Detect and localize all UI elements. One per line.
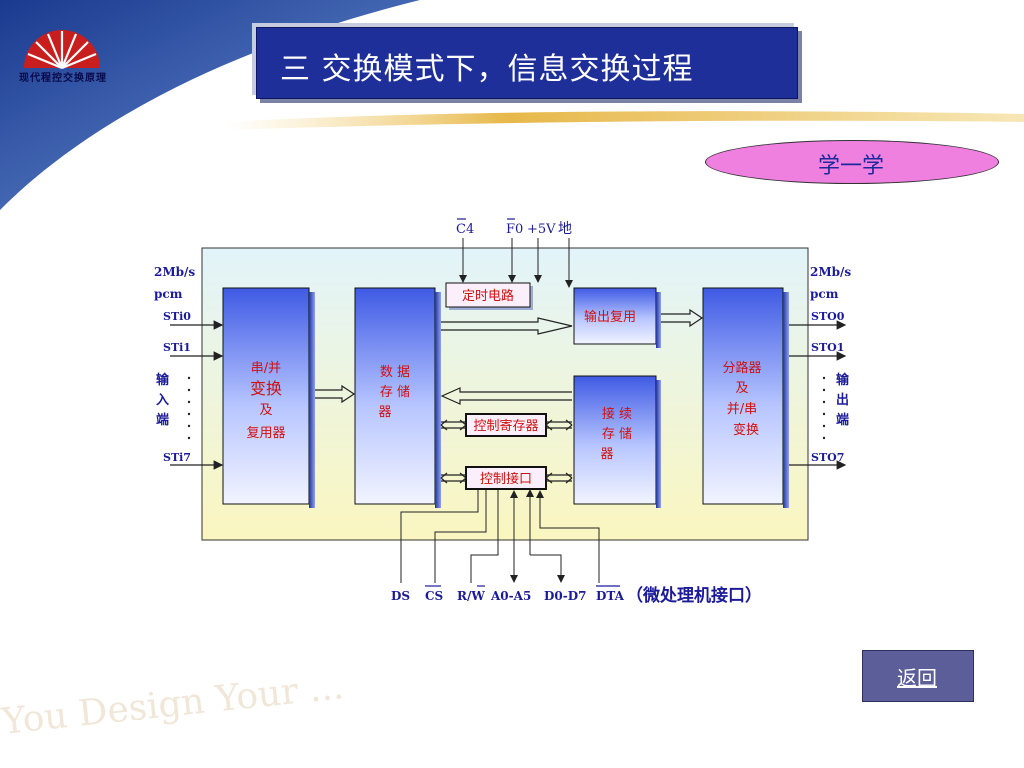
io-dots: [187, 376, 826, 440]
label-c4: C4: [456, 222, 474, 237]
input-side-2: 入: [156, 393, 169, 408]
block-connect-memory: [573, 375, 661, 508]
serial-line-1: 串/并: [251, 361, 281, 376]
input-side-3: 端: [156, 412, 169, 428]
memory-line-1: 数 据: [380, 365, 410, 380]
right-rate: 2Mb/s: [810, 265, 851, 279]
bottom-signal-lines: [400, 489, 600, 583]
logo-text: 现代程控交换原理: [19, 73, 107, 84]
output-side-2: 出: [836, 392, 849, 408]
back-button[interactable]: [862, 650, 974, 702]
signal-d0-d7: D0-D7: [544, 589, 587, 603]
input-sti7: STi7: [163, 451, 191, 464]
gold-stripe: [225, 111, 1024, 130]
block-serial-parallel: [222, 287, 315, 508]
memory-line-2: 存 储: [380, 385, 410, 400]
interface-note: （微处理机接口）: [626, 585, 762, 606]
page-title: 三 交换模式下，信息交换过程: [280, 52, 694, 87]
serial-line-2: 变换: [250, 379, 282, 398]
signal-a0-a5: A0-A5: [490, 589, 531, 603]
serial-line-4: 复用器: [246, 426, 285, 441]
signal-ds: DS: [391, 589, 410, 603]
io-lines: [170, 320, 847, 470]
title-box: [256, 27, 798, 99]
label-ground: 地: [558, 221, 572, 237]
signal-cs: CS: [425, 589, 443, 603]
shell-logo-icon: [24, 30, 100, 70]
memory-line-3: 器: [378, 405, 391, 420]
control-register-label: 控制寄存器: [473, 418, 538, 434]
demux-line-2: 及: [735, 381, 748, 396]
signal-dta: DTA: [596, 589, 625, 603]
connect-line-2: 存 储: [602, 427, 632, 442]
control-interface-label: 控制接口: [480, 471, 532, 487]
block-timing: [445, 282, 533, 310]
output-sto7: STO7: [811, 451, 844, 464]
label-5v: +5V: [527, 222, 556, 237]
block-output-mux: [573, 287, 661, 348]
data-flow-arrows: [315, 308, 704, 484]
left-rate: 2Mb/s: [154, 265, 195, 279]
label-f0: F0: [506, 222, 523, 237]
top-signal-lines: [459, 238, 573, 288]
input-side-1: 输: [156, 372, 170, 388]
header-swoop: [0, 0, 420, 210]
learn-button[interactable]: [705, 140, 999, 184]
timing-label: 定时电路: [462, 288, 514, 304]
input-sti1: STi1: [163, 341, 191, 354]
left-pcm: pcm: [154, 287, 183, 301]
output-sto1: STO1: [811, 341, 844, 354]
overbars: [425, 218, 620, 587]
learn-button-label[interactable]: 学一学: [817, 154, 884, 179]
connect-line-1: 接 续: [602, 406, 632, 422]
signal-rw: R/W: [457, 589, 485, 603]
output-sto0: STO0: [811, 310, 845, 323]
block-demux: [702, 287, 789, 508]
demux-line-3: 并/串: [727, 402, 757, 417]
demux-line-1: 分路器: [722, 360, 761, 376]
right-pcm: pcm: [810, 287, 839, 301]
block-data-memory: [354, 287, 441, 508]
back-button-label[interactable]: 返回: [897, 666, 937, 690]
connect-line-3: 器: [600, 447, 613, 462]
input-sti0: STi0: [163, 310, 191, 323]
demux-line-4: 变换: [733, 422, 759, 438]
output-side-3: 端: [836, 412, 849, 428]
serial-line-3: 及: [259, 403, 272, 418]
output-mux-label: 输出复用: [584, 309, 636, 325]
output-side-1: 输: [836, 372, 850, 388]
